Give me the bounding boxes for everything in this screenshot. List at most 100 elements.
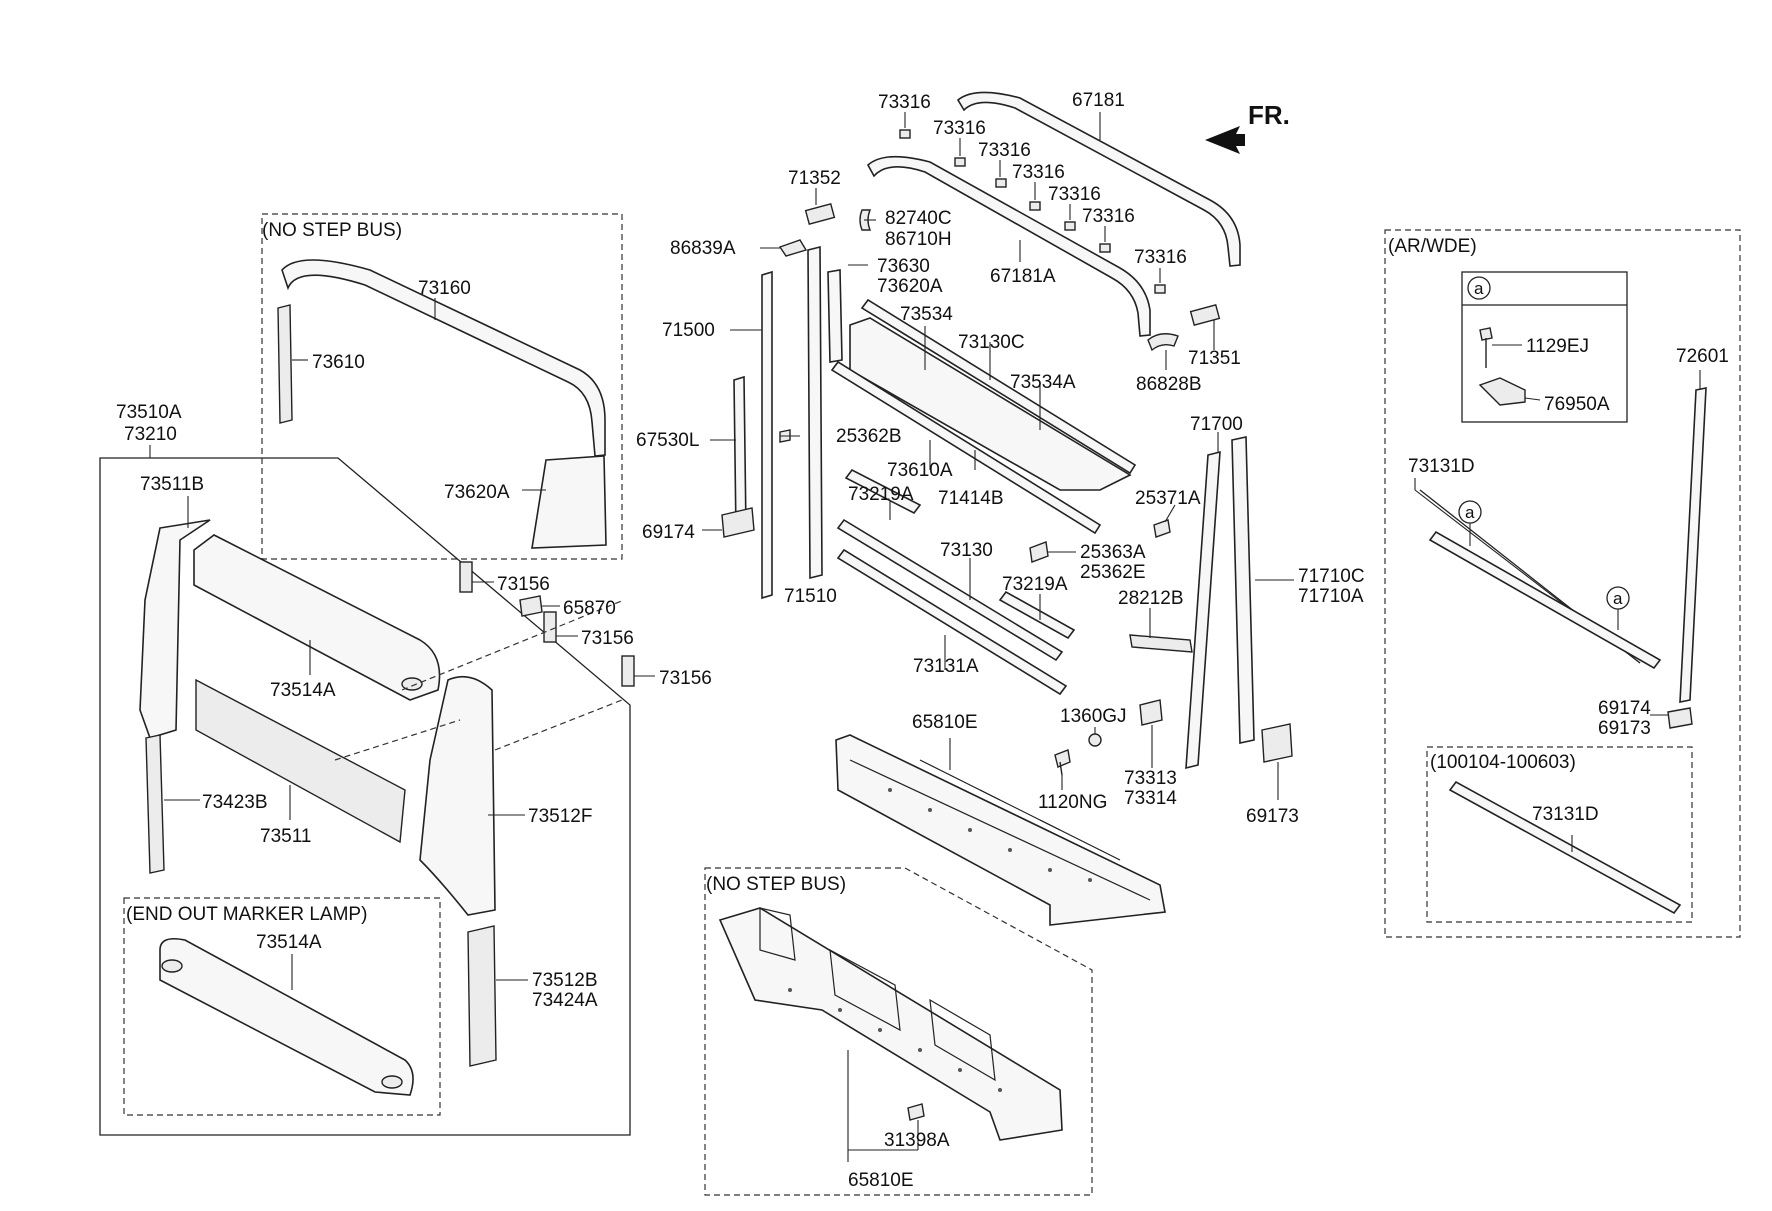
title-no-step-bus-bottom: (NO STEP BUS) bbox=[706, 874, 846, 895]
label-71414b: 71414B bbox=[938, 488, 1004, 509]
label-65810e-mid: 65810E bbox=[912, 712, 978, 733]
detail-a-label: a bbox=[1474, 279, 1484, 298]
front-direction-indicator: FR. bbox=[1205, 100, 1290, 154]
block-73156-b bbox=[543, 611, 557, 643]
part-labels: 73316 73316 73316 73316 73316 73316 7331… bbox=[116, 90, 1729, 1191]
label-71710c: 71710C bbox=[1298, 566, 1365, 587]
label-73514a: 73514A bbox=[270, 680, 336, 701]
panel-73630 bbox=[827, 269, 843, 363]
label-73316-g: 73316 bbox=[1134, 247, 1187, 268]
label-71351: 71351 bbox=[1188, 348, 1241, 369]
strip-73219a-2 bbox=[998, 590, 1076, 640]
detail-a-box bbox=[1461, 271, 1628, 423]
bracket-25363a bbox=[1029, 541, 1049, 563]
rail-73131a bbox=[836, 548, 1068, 696]
label-25362e: 25362E bbox=[1080, 562, 1146, 583]
bracket-65870 bbox=[519, 595, 543, 617]
bracket-76950a bbox=[1478, 377, 1526, 406]
group-frame-ar-wde bbox=[1384, 229, 1741, 938]
bracket-73313 bbox=[1139, 699, 1163, 726]
panel-73610 bbox=[277, 304, 293, 424]
label-71700: 71700 bbox=[1190, 414, 1243, 435]
bracket-86839a bbox=[778, 239, 808, 257]
block-73156-c bbox=[621, 655, 635, 687]
label-73219a-2: 73219A bbox=[1002, 574, 1068, 595]
label-71510: 71510 bbox=[784, 586, 837, 607]
label-73316-b: 73316 bbox=[933, 118, 986, 139]
title-date-range: (100104-100603) bbox=[1430, 752, 1576, 773]
rail-73534 bbox=[860, 298, 1137, 475]
marker-lamp-left-icon bbox=[161, 959, 183, 973]
label-73620a-left: 73620A bbox=[444, 482, 510, 503]
roof-arch-assembly bbox=[778, 91, 1241, 352]
rail-73130 bbox=[836, 518, 1064, 662]
bracket-31398a bbox=[907, 1103, 925, 1121]
label-31398a: 31398A bbox=[884, 1130, 950, 1151]
strip-73219a-1 bbox=[844, 468, 922, 515]
bolt-1120ng bbox=[1054, 749, 1071, 776]
detail-a-callout-2-label: a bbox=[1613, 589, 1623, 608]
group-frame-end-out-marker-lamp bbox=[123, 897, 441, 1116]
label-28212b: 28212B bbox=[1118, 588, 1184, 609]
header-73514a bbox=[193, 534, 441, 701]
label-71352: 71352 bbox=[788, 168, 841, 189]
panel-73620a-left bbox=[531, 455, 607, 549]
clip-73316-g bbox=[1154, 284, 1166, 294]
label-73511: 73511 bbox=[260, 826, 311, 847]
label-73620a-top: 73620A bbox=[877, 276, 943, 297]
label-73156-b: 73156 bbox=[581, 628, 634, 649]
label-73210: 73210 bbox=[124, 424, 177, 445]
rail-73610a bbox=[830, 360, 1102, 535]
header-73514a-lamp bbox=[159, 937, 414, 1096]
label-73534: 73534 bbox=[900, 304, 953, 325]
label-73316-e: 73316 bbox=[1048, 184, 1101, 205]
label-73316-c: 73316 bbox=[978, 140, 1031, 161]
clip-73316-b bbox=[954, 157, 966, 167]
group-frame-no-step-bus-bottom bbox=[704, 867, 1093, 1196]
clip-73316-c bbox=[995, 178, 1007, 188]
rail-73131d-range bbox=[1448, 780, 1682, 915]
label-73610: 73610 bbox=[312, 352, 365, 373]
bracket-25371a bbox=[1153, 519, 1171, 538]
front-label: FR. bbox=[1248, 100, 1290, 130]
label-69174-mid: 69174 bbox=[642, 522, 695, 543]
label-73156-c: 73156 bbox=[659, 668, 712, 689]
label-69174-right: 69174 bbox=[1598, 698, 1651, 719]
marker-lamp-icon bbox=[401, 677, 423, 691]
label-1360gj: 1360GJ bbox=[1060, 706, 1127, 727]
label-73512f: 73512F bbox=[528, 806, 592, 827]
label-73511b: 73511B bbox=[140, 474, 204, 495]
label-73316-f: 73316 bbox=[1082, 206, 1135, 227]
label-1129ej: 1129EJ bbox=[1526, 336, 1589, 357]
label-73219a-1: 73219A bbox=[848, 484, 914, 505]
block-73156-a bbox=[459, 561, 473, 593]
pillar-71500 bbox=[761, 270, 773, 600]
label-67181a: 67181A bbox=[990, 266, 1056, 287]
label-86710h: 86710H bbox=[885, 229, 952, 250]
corner-panel-73511b bbox=[139, 519, 211, 739]
label-25371a: 25371A bbox=[1135, 488, 1201, 509]
panel-73511 bbox=[195, 678, 406, 844]
label-73424a: 73424A bbox=[532, 990, 598, 1011]
bracket-28212b bbox=[1129, 634, 1193, 653]
label-71500: 71500 bbox=[662, 320, 715, 341]
pillar-71710c bbox=[1231, 436, 1255, 744]
label-67530l: 67530L bbox=[636, 430, 699, 451]
group-frame-date-range bbox=[1426, 746, 1693, 923]
bolt-1129ej bbox=[1479, 327, 1493, 368]
detail-a-marker bbox=[1467, 276, 1491, 300]
roof-arch-67181a bbox=[866, 155, 1151, 337]
group-no-step-bus-bottom bbox=[704, 867, 1093, 1196]
label-25362b: 25362B bbox=[836, 426, 902, 447]
label-73423b: 73423B bbox=[202, 792, 268, 813]
label-86839a: 86839A bbox=[670, 238, 736, 259]
bracket-69174-right bbox=[1667, 707, 1693, 729]
marker-lamp-right-icon bbox=[381, 1075, 403, 1089]
label-82740c: 82740C bbox=[885, 208, 952, 229]
bracket-69174-mid bbox=[721, 507, 755, 538]
label-73630: 73630 bbox=[877, 256, 930, 277]
label-69173-mid: 69173 bbox=[1246, 806, 1299, 827]
clip-73316-a bbox=[899, 129, 911, 139]
label-73130c: 73130C bbox=[958, 332, 1025, 353]
